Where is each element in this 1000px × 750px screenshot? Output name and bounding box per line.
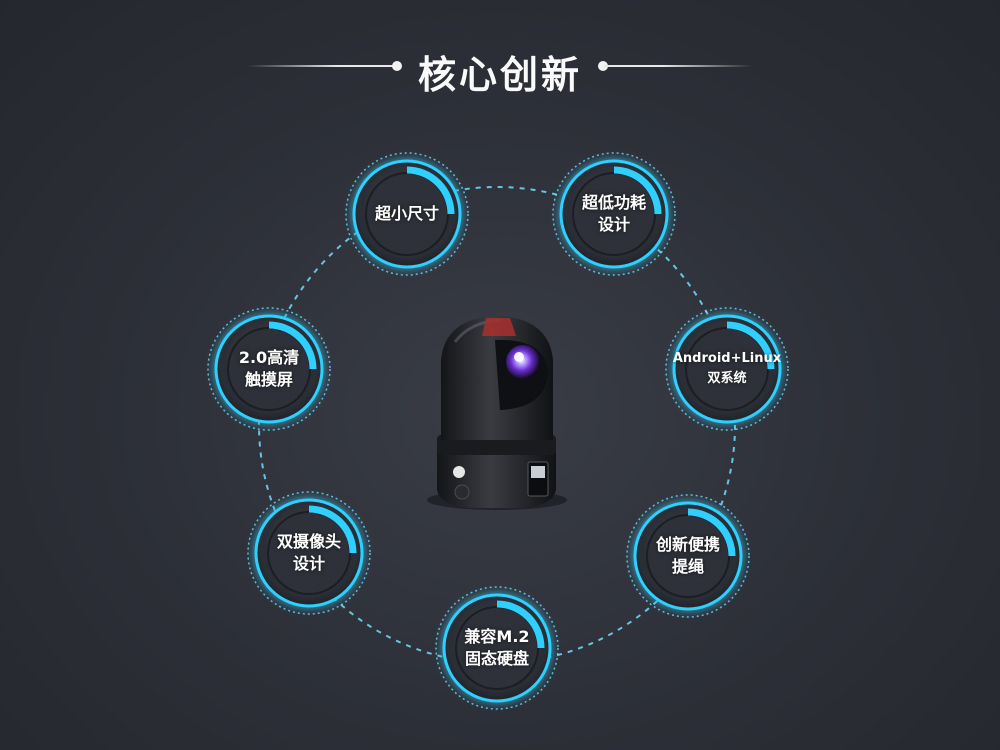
badge-accent-arc [406,166,455,215]
feature-badge [552,152,676,276]
badge-accent-arc [308,505,357,554]
feature-badge [665,307,789,431]
feature-label-line1: Android+Linux [672,351,782,366]
feature-label-line2: 双系统 [707,371,747,386]
feature-label-line1: 超低功耗 [581,193,646,212]
feature-badge [207,307,331,431]
feature-label: 双摄像头设计 [249,531,369,575]
badge-accent-arc [687,508,736,557]
feature-label: 超小尺寸 [347,203,467,225]
badge-outer-dashes [626,494,750,618]
badge-accent-arc [726,321,775,370]
badge-outer-dashes [552,152,676,276]
camera-device-icon [427,316,567,510]
feature-label-line1: 双摄像头 [276,532,341,551]
feature-badge [626,494,750,618]
header-line-right [604,65,752,67]
feature-label-line1: 创新便携 [655,535,720,554]
feature-label: 创新便携提绳 [628,534,748,578]
badge-accent-arc [268,321,317,370]
feature-label: 2.0高清触摸屏 [209,347,329,391]
feature-label-line2: 提绳 [671,557,704,576]
badge-outer-dashes [345,152,469,276]
feature-label: 兼容M.2 固态硬盘 [437,626,557,670]
badge-accent-arc [613,166,662,215]
header-line-left [248,65,396,67]
feature-label-line1: 兼容M.2 [464,627,530,646]
badge-outer-dashes [207,307,331,431]
feature-label: Android+Linux 双系统 [667,349,787,389]
feature-label-line1: 超小尺寸 [374,204,439,223]
feature-label: 超低功耗设计 [554,192,674,236]
feature-label-line2: 设计 [292,554,325,573]
feature-badge [345,152,469,276]
feature-badges [207,152,789,710]
page-title: 核心创新 [417,53,582,97]
badge-outer-dashes [435,586,559,710]
badge-accent-arc [496,600,545,649]
header-dot-right [598,61,608,71]
orbit-dashed-line [258,186,736,664]
feature-label-line2: 设计 [597,215,630,234]
feature-badge [435,586,559,710]
section-header: 核心创新 [0,38,1000,98]
feature-label-line2: 固态硬盘 [464,649,529,668]
badge-outer-dashes [665,307,789,431]
badge-outer-dashes [247,491,371,615]
header-dot-left [392,61,402,71]
feature-label-line2: 触摸屏 [244,370,293,389]
feature-label-line1: 2.0高清 [238,348,300,367]
feature-badge [247,491,371,615]
